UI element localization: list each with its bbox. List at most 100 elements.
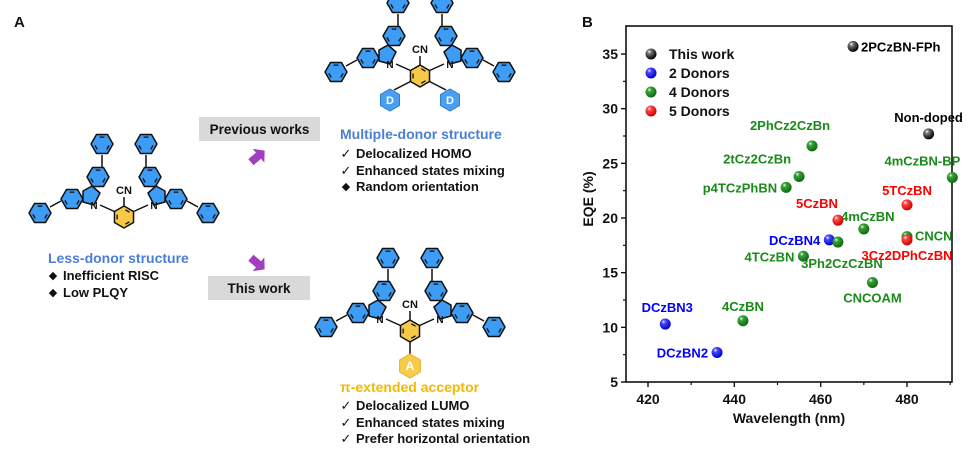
double-bond bbox=[421, 80, 426, 84]
arrow-shape bbox=[248, 254, 265, 272]
check-icon: ✓ bbox=[340, 431, 352, 446]
legend-marker bbox=[645, 105, 657, 117]
this-work-tag: This work bbox=[208, 276, 310, 300]
double-bond bbox=[180, 200, 184, 205]
double-bond bbox=[154, 178, 158, 183]
cn-label: CN bbox=[402, 299, 418, 311]
y-tick-label: 35 bbox=[602, 46, 618, 62]
double-bond bbox=[454, 314, 458, 319]
double-bond bbox=[138, 145, 142, 150]
data-label: 5CzBN bbox=[796, 196, 838, 211]
donor-hexagon bbox=[439, 88, 461, 112]
bond bbox=[395, 63, 411, 72]
bond bbox=[99, 204, 115, 213]
diamond-icon: ◆ bbox=[48, 286, 58, 299]
pyrrole-ring bbox=[433, 299, 452, 320]
double-bond bbox=[376, 292, 380, 297]
pyrrole-ring bbox=[443, 44, 462, 65]
plot-frame bbox=[625, 25, 953, 383]
pyrrole-ring bbox=[82, 185, 101, 206]
donor-label: D bbox=[386, 95, 394, 107]
panel-b-label: B bbox=[582, 14, 593, 31]
data-point bbox=[832, 214, 844, 226]
x-tick-label: 460 bbox=[809, 391, 833, 407]
double-bond bbox=[466, 314, 470, 319]
data-label: 4mCzBN-BP bbox=[884, 154, 960, 169]
double-bond bbox=[428, 292, 432, 297]
double-bond bbox=[440, 292, 444, 297]
less-donor-bullets: ◆Inefficient RISC ◆Low PLQY bbox=[47, 268, 159, 301]
x-tick-label: 480 bbox=[895, 391, 919, 407]
bond bbox=[393, 80, 411, 91]
double-bond bbox=[450, 37, 454, 42]
data-label: 4CzBN bbox=[722, 299, 764, 314]
cn-label: CN bbox=[116, 185, 132, 197]
pyrrole-ring bbox=[378, 44, 397, 65]
data-point bbox=[866, 277, 878, 289]
legend-marker bbox=[645, 48, 657, 60]
bond bbox=[429, 63, 445, 72]
double-bond bbox=[102, 178, 106, 183]
data-point bbox=[847, 40, 859, 52]
bond bbox=[49, 200, 62, 208]
double-bond bbox=[411, 323, 416, 327]
bullet-item: ✓Enhanced states mixing bbox=[340, 162, 505, 178]
double-bond bbox=[44, 214, 48, 219]
pyrrole-ring bbox=[368, 299, 387, 320]
double-bond bbox=[125, 209, 130, 213]
data-label: p4TCzPhBN bbox=[703, 180, 777, 195]
pi-extended-bullets: ✓Delocalized LUMO ✓Enhanced states mixin… bbox=[340, 398, 531, 448]
y-axis-label: EQE (%) bbox=[580, 171, 596, 226]
bond bbox=[186, 200, 199, 208]
nitrogen-label: N bbox=[90, 201, 97, 212]
double-bond bbox=[372, 59, 376, 64]
nitrogen-label: N bbox=[376, 315, 383, 326]
double-bond bbox=[32, 214, 36, 219]
data-point bbox=[797, 250, 809, 262]
bullet-item: ◆Random orientation bbox=[341, 179, 479, 194]
double-bond bbox=[360, 59, 364, 64]
legend-label: 2 Donors bbox=[669, 65, 730, 81]
double-bond bbox=[388, 292, 392, 297]
data-label: 3Ph2CzCzBN bbox=[801, 256, 883, 271]
check-icon: ✓ bbox=[340, 162, 352, 178]
data-point bbox=[659, 318, 671, 330]
data-point bbox=[946, 172, 958, 184]
donor-label: D bbox=[446, 95, 454, 107]
acceptor-label: A bbox=[406, 359, 415, 373]
y-tick-label: 15 bbox=[602, 265, 618, 281]
diamond-icon: ◆ bbox=[341, 181, 351, 193]
bullet-item: ✓Delocalized HOMO bbox=[340, 146, 472, 161]
double-bond bbox=[125, 221, 130, 225]
data-point bbox=[901, 199, 913, 211]
bond bbox=[472, 314, 485, 322]
phenyl-ring bbox=[386, 0, 410, 14]
nitrogen-label: N bbox=[386, 60, 393, 71]
donor-hexagon bbox=[379, 88, 401, 112]
multiple-donor-bullets: ✓Delocalized HOMO ✓Enhanced states mixin… bbox=[340, 146, 505, 196]
double-bond bbox=[434, 4, 438, 9]
y-tick-label: 20 bbox=[602, 210, 618, 226]
less-donor-title: Less-donor structure bbox=[48, 250, 189, 266]
pyrrole-ring bbox=[147, 185, 166, 206]
legend-label: 5 Donors bbox=[669, 103, 730, 119]
double-bond bbox=[76, 200, 80, 205]
bond bbox=[429, 80, 447, 91]
double-bond bbox=[318, 328, 322, 333]
double-bond bbox=[94, 145, 98, 150]
legend-marker bbox=[645, 86, 657, 98]
pi-extended-title: π-extended acceptor bbox=[340, 379, 480, 395]
data-label: Non-doped bbox=[894, 110, 963, 125]
previous-works-label: Previous works bbox=[209, 121, 310, 137]
double-bond bbox=[64, 200, 68, 205]
double-bond bbox=[486, 328, 490, 333]
nitrogen-label: N bbox=[446, 60, 453, 71]
double-bond bbox=[380, 259, 384, 264]
double-bond bbox=[464, 59, 468, 64]
legend-label: 4 Donors bbox=[669, 84, 730, 100]
bullet-item: ◆Inefficient RISC bbox=[48, 268, 160, 283]
data-label: 4TCzBN bbox=[745, 249, 795, 264]
arrow-shape bbox=[248, 148, 265, 166]
